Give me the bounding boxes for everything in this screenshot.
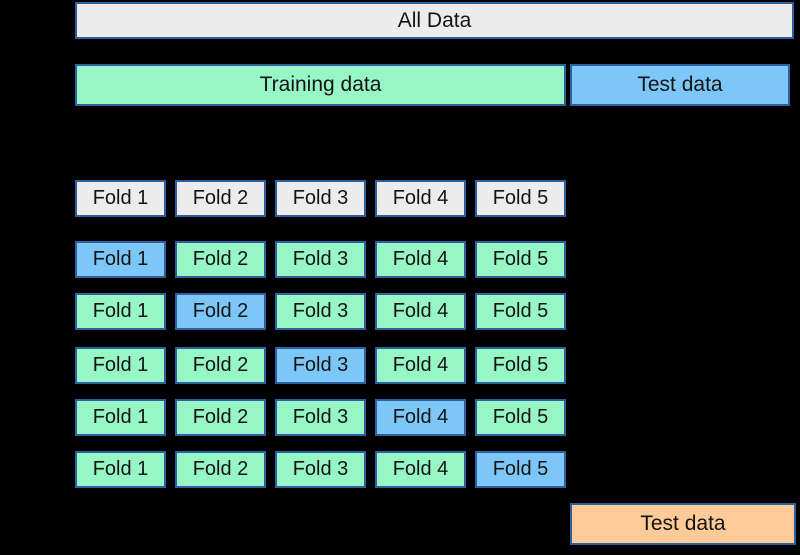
split1-fold5: Fold 5 <box>475 241 566 278</box>
split2-fold5: Fold 5 <box>475 293 566 330</box>
fold-header-3: Fold 3 <box>275 180 366 217</box>
split1-fold2: Fold 2 <box>175 241 266 278</box>
fold-header-5: Fold 5 <box>475 180 566 217</box>
split3-fold1: Fold 1 <box>75 347 166 384</box>
split5-fold3: Fold 3 <box>275 451 366 488</box>
fold-header-4: Fold 4 <box>375 180 466 217</box>
split4-fold3: Fold 3 <box>275 399 366 436</box>
split5-fold2: Fold 2 <box>175 451 266 488</box>
split4-fold5: Fold 5 <box>475 399 566 436</box>
test-data-bar: Test data <box>570 64 790 106</box>
final-test-data-bar: Test data <box>570 503 796 545</box>
split4-fold2: Fold 2 <box>175 399 266 436</box>
all-data-bar: All Data <box>75 2 794 39</box>
split1-fold4: Fold 4 <box>375 241 466 278</box>
fold-header-2: Fold 2 <box>175 180 266 217</box>
split4-fold4: Fold 4 <box>375 399 466 436</box>
split1-fold3: Fold 3 <box>275 241 366 278</box>
split3-fold4: Fold 4 <box>375 347 466 384</box>
split3-fold2: Fold 2 <box>175 347 266 384</box>
split5-fold5: Fold 5 <box>475 451 566 488</box>
split2-fold3: Fold 3 <box>275 293 366 330</box>
split3-fold3: Fold 3 <box>275 347 366 384</box>
fold-header-1: Fold 1 <box>75 180 166 217</box>
split2-fold4: Fold 4 <box>375 293 466 330</box>
split5-fold4: Fold 4 <box>375 451 466 488</box>
split1-fold1: Fold 1 <box>75 241 166 278</box>
split5-fold1: Fold 1 <box>75 451 166 488</box>
split4-fold1: Fold 1 <box>75 399 166 436</box>
split3-fold5: Fold 5 <box>475 347 566 384</box>
training-data-bar: Training data <box>75 64 566 106</box>
split2-fold1: Fold 1 <box>75 293 166 330</box>
split2-fold2: Fold 2 <box>175 293 266 330</box>
